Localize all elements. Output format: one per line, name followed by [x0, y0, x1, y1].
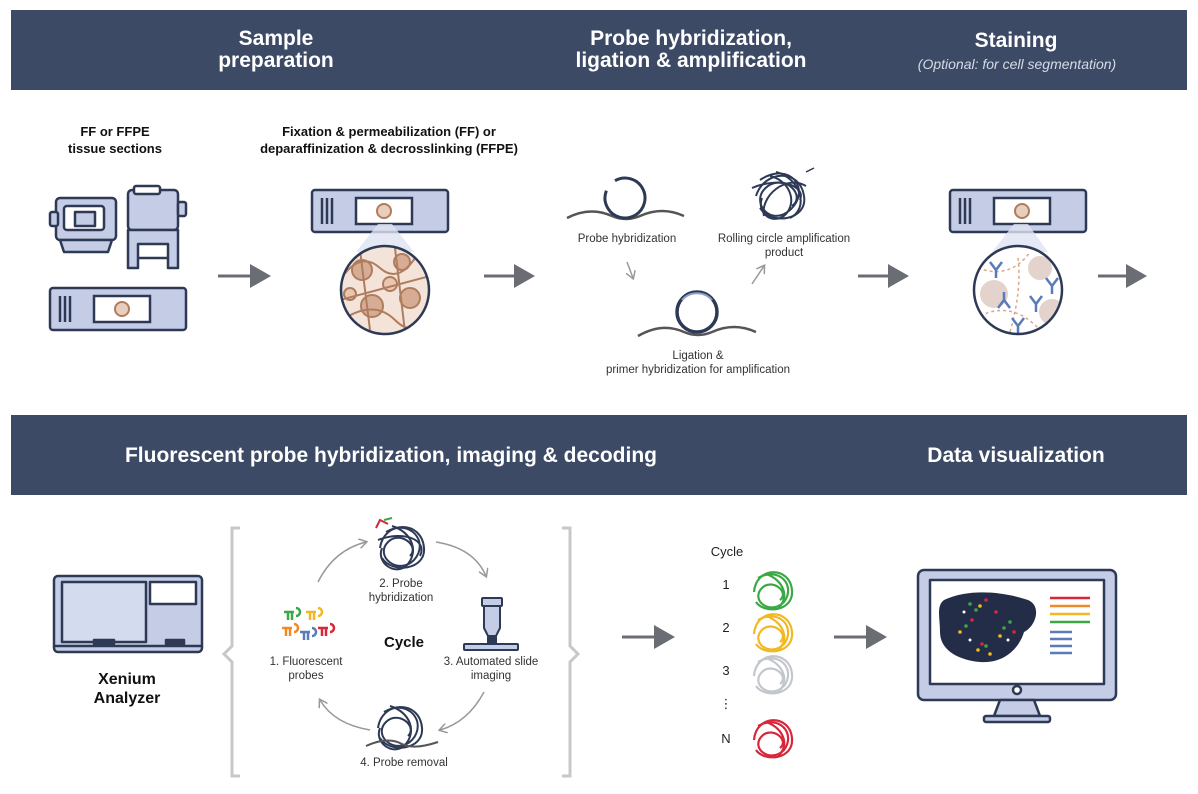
- right-brace: [562, 526, 581, 778]
- label-probe-hybridization: Probe hybridization: [577, 233, 677, 245]
- cycle-2-signal-icon: [752, 613, 794, 653]
- label-ligation: Ligation & primer hybridization for ampl…: [605, 350, 791, 376]
- label-step-4: 4. Probe removal: [360, 757, 448, 769]
- label-xenium-analyzer: Xenium Analyzer: [93, 671, 161, 707]
- label-tissue-sections: FF or FFPE tissue sections: [68, 124, 162, 156]
- top-header-band: [11, 10, 1187, 90]
- header-sample-preparation: Sample preparation: [218, 27, 334, 72]
- tissue-map-icon: [939, 592, 1037, 663]
- tissue-zoom-icon: [339, 244, 431, 336]
- cycle-number-3: 3: [722, 663, 730, 678]
- microtome-icon: [126, 184, 188, 270]
- slide-icon-staining: [948, 188, 1088, 234]
- label-step-3: 3. Automated slide imaging: [443, 656, 539, 682]
- cycle-3-signal-icon: [752, 655, 794, 695]
- label-fixation: Fixation & permeabilization (FF) or depa…: [260, 124, 518, 156]
- cycle-1-signal-icon: [752, 571, 794, 611]
- left-brace: [221, 526, 240, 778]
- cycle-arrow-icon: [440, 691, 485, 730]
- label-cycle-center: Cycle: [383, 634, 425, 651]
- rolling-circle-product-icon: [751, 167, 815, 220]
- header-fluorescent-probe: Fluorescent probe hybridization, imaging…: [124, 444, 658, 467]
- bottom-header-band: [11, 415, 1187, 495]
- cryostat-icon: [48, 196, 118, 254]
- magnifier-beam: [992, 224, 1048, 252]
- header-staining-note: (Optional: for cell segmentation): [917, 56, 1117, 72]
- xenium-analyzer-icon: [52, 574, 204, 654]
- probe-hybridization-icon: [566, 176, 685, 221]
- header-data-visualization: Data visualization: [927, 444, 1105, 467]
- cycle-arrow-icon: [320, 700, 371, 731]
- cycle-number-ellipsis: ⋮: [719, 696, 733, 711]
- cycle-arrow-icon: [435, 541, 486, 576]
- label-step-2: 2. Probe hybridization: [368, 578, 434, 604]
- cycle-arrow-icon: [317, 542, 366, 583]
- header-staining: Staining: [974, 29, 1058, 52]
- magnifier-beam: [356, 224, 414, 252]
- label-cycle-header: Cycle: [710, 544, 744, 559]
- ligation-icon: [637, 290, 757, 338]
- probe-removal-icon: [365, 705, 439, 751]
- label-step-1: 1. Fluorescent probes: [269, 656, 343, 682]
- header-probe-hybridization: Probe hybridization, ligation & amplific…: [575, 27, 807, 72]
- cycle-number-2: 2: [722, 620, 730, 635]
- slide-icon-fixation: [310, 188, 450, 234]
- microscope-icon: [463, 597, 519, 651]
- probe-hybridization-step-icon: [375, 517, 426, 571]
- cycle-n-signal-icon: [752, 719, 794, 759]
- arrow-down-icon: [627, 261, 633, 278]
- stained-tissue-zoom-icon: [972, 244, 1064, 336]
- slide-icon-section: [48, 286, 188, 332]
- fluorescent-probes-icon: [282, 606, 336, 640]
- arrow-up-icon: [751, 266, 764, 285]
- label-rolling-circle: Rolling circle amplification product: [717, 233, 851, 259]
- legend-lines-icon: [1050, 596, 1090, 655]
- cycle-number-n: N: [721, 731, 731, 746]
- cycle-number-1: 1: [722, 577, 730, 592]
